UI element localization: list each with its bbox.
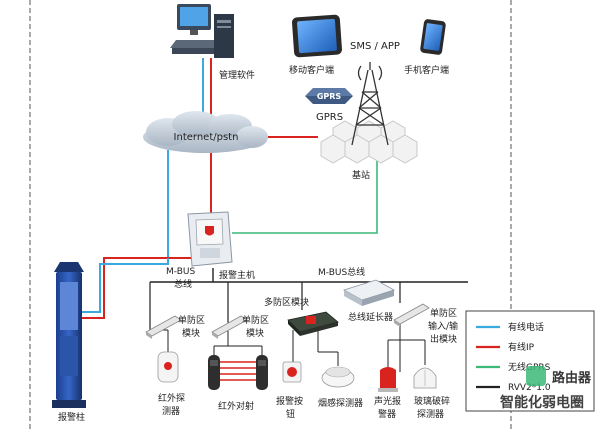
label-multi-zone: 多防区模块 [264,296,309,308]
label-ir-beam: 红外对射 [218,400,254,412]
label-glass-break-2: 探测器 [417,408,444,420]
label-ir-detector-1: 红外探 [158,392,185,404]
label-single-zone-io-2: 输入/输 [428,320,458,332]
label-phone-client: 手机客户端 [404,64,449,76]
label-mgmt-software: 管理软件 [219,69,255,81]
watermark-line-1: 路由器 [552,370,592,386]
label-ir-detector-2: 测器 [162,406,180,417]
line-ip-pillar [82,257,195,319]
multi-zone-module-icon [287,311,339,336]
bus-extender-icon [342,279,396,306]
smoke-detector-icon [321,366,355,388]
label-cloud: Internet/pstn [174,132,239,143]
computer-icon [170,4,234,58]
tower-icon [351,62,389,146]
label-bus-extender: 总线延长器 [348,311,393,323]
single-zone-module-b-icon [211,315,248,339]
legend-label-0: 有线电话 [508,321,544,333]
watermark-logo-icon [526,366,546,386]
svg-text:GPRS: GPRS [317,92,342,101]
base-station-tiles [320,120,418,164]
label-mbus-1: M-BUS [166,267,195,277]
label-mbus-line: M-BUS总线 [318,266,365,278]
legend-label-3: RVV2*1.0 [508,383,551,393]
glass-break-icon [413,367,437,389]
ir-detector-icon [157,351,179,383]
cloud-icon [143,111,268,153]
alarm-host-icon [187,211,233,267]
line-gprs [232,158,378,234]
label-smoke-detector: 烟感探测器 [318,397,363,409]
label-single-zone-io-1: 单防区 [430,307,457,319]
label-siren-2: 警器 [378,408,396,420]
label-sms-app: SMS / APP [350,41,400,52]
legend: 有线电话有线IP无线GPRSRVV2*1.0 [465,310,595,412]
label-gprs: GPRS [316,112,343,123]
watermark: 路由器 智能化弱电圈 [499,366,592,411]
label-single-zone-b-1: 单防区 [242,314,269,326]
label-alarm-button-1: 报警按 [276,395,303,407]
single-zone-module-a-icon [145,315,182,339]
phone-icon [420,19,446,55]
ir-beam-icon [208,355,268,390]
label-single-zone-io-3: 出模块 [430,333,457,345]
label-single-zone-a-1: 单防区 [178,314,205,326]
tablet-icon [291,14,343,58]
siren-icon [378,367,398,392]
label-mbus-2: 总线 [174,278,192,290]
label-alarm-button-2: 钮 [286,408,295,420]
label-glass-break-1: 玻璃破碎 [414,395,450,407]
label-base-station: 基站 [352,169,370,181]
label-single-zone-a-2: 模块 [182,327,200,339]
alarm-pillar-icon [52,262,86,408]
label-mobile-client: 移动客户端 [289,64,334,76]
gprs-badge: GPRS [305,88,353,104]
label-single-zone-b-2: 模块 [246,327,264,339]
single-zone-io-module-icon [393,303,430,327]
label-alarm-host: 报警主机 [219,269,255,281]
line-phone-pillar [82,258,169,313]
watermark-line-2: 智能化弱电圈 [499,394,584,411]
alarm-button-icon [282,361,302,383]
label-alarm-pillar: 报警柱 [58,411,85,423]
legend-label-1: 有线IP [508,341,535,353]
label-siren-1: 声光报 [374,395,401,407]
